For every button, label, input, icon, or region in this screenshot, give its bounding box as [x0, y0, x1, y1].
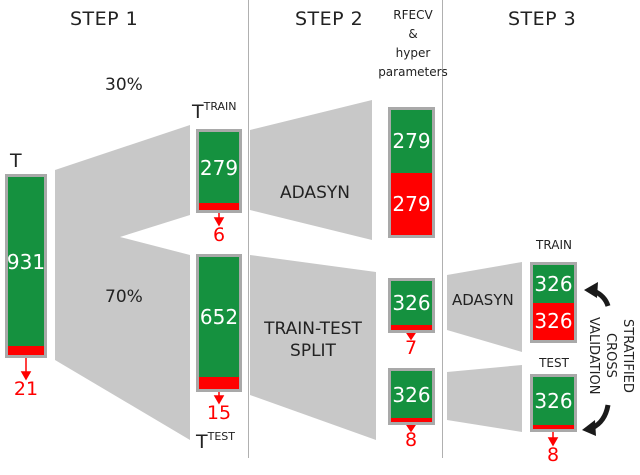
t-train-label: TTRAIN: [192, 100, 237, 123]
minority-segment: [199, 377, 239, 389]
majority-segment: 931: [7, 177, 45, 346]
minority-segment: 279: [391, 172, 432, 235]
step2-adasyn-label: ADASYN: [280, 183, 350, 203]
step2-split-flow: [250, 255, 376, 440]
majority-segment: 326: [391, 371, 432, 418]
step3-adasyn-flow: [447, 262, 522, 352]
rfecv-line: hyper: [395, 46, 431, 60]
step3-test-label: TEST: [539, 356, 569, 370]
dataset-t-bar: 931: [5, 174, 47, 358]
t-train-bar: 279: [196, 129, 242, 213]
minority-segment: [533, 425, 574, 429]
t-label: T: [10, 150, 22, 172]
majority-segment: 326: [533, 377, 574, 425]
label-base: T: [192, 101, 204, 123]
cv-line: VALIDATION: [586, 316, 601, 395]
rfecv-line: parameters: [378, 65, 448, 79]
majority-segment: 326: [533, 265, 574, 303]
train-percent: 30%: [105, 75, 143, 95]
step-2-heading: STEP 2: [295, 8, 364, 30]
arrow-head-down: [582, 420, 596, 436]
majority-segment: 326: [391, 281, 432, 325]
minority-segment: [391, 418, 432, 422]
balanced-train-bar: 279 279: [388, 107, 435, 238]
train-minority-count: 6: [212, 224, 226, 246]
step3-test-bar: 326: [530, 374, 577, 432]
label-line: SPLIT: [290, 341, 336, 361]
label-base: T: [196, 431, 208, 453]
arrow-head-up: [584, 282, 598, 298]
majority-segment: 279: [391, 110, 432, 173]
minority-segment: [8, 346, 44, 355]
step1-split-flow: [55, 125, 190, 440]
split-train-minority: 7: [404, 337, 418, 359]
label-sup: TEST: [207, 430, 235, 443]
step3-train-bar: 326 326: [530, 262, 577, 343]
train-test-split-label: TRAIN-TEST SPLIT: [258, 318, 368, 362]
step3-test-minority: 8: [546, 444, 560, 466]
minority-arrows: [20, 211, 559, 447]
cv-line: CROSS: [603, 333, 618, 378]
minority-segment: [199, 203, 239, 210]
step-1-heading: STEP 1: [70, 8, 139, 30]
label-sup: TRAIN: [203, 100, 237, 113]
split-test-bar: 326: [388, 368, 435, 425]
rfecv-label: RFECV & hyper parameters: [372, 6, 454, 82]
label-line: TRAIN-TEST: [264, 319, 362, 339]
test-minority-count: 15: [206, 402, 232, 424]
t-minority-count: 21: [13, 378, 39, 400]
cv-line: STRATIFIED: [620, 318, 635, 393]
test-percent: 70%: [105, 287, 143, 307]
split-test-minority: 8: [404, 429, 418, 451]
t-test-bar: 652: [196, 254, 242, 392]
minority-segment: [391, 325, 432, 330]
step3-adasyn-label: ADASYN: [452, 291, 514, 309]
majority-segment: 279: [199, 132, 239, 203]
step2-adasyn-flow: [250, 100, 372, 240]
rfecv-line: RFECV: [393, 8, 433, 22]
step3-test-flow: [447, 365, 522, 432]
t-test-label: TTEST: [196, 430, 235, 453]
stratified-cv-label: STRATIFIED CROSS VALIDATION: [585, 308, 636, 403]
divider-1: [248, 0, 249, 458]
split-train-bar: 326: [388, 278, 435, 333]
majority-segment: 652: [199, 257, 239, 377]
rfecv-line: &: [408, 27, 418, 41]
step-3-heading: STEP 3: [508, 8, 577, 30]
divider-2: [442, 0, 443, 458]
step3-train-label: TRAIN: [536, 238, 572, 252]
minority-segment: 326: [533, 302, 574, 340]
